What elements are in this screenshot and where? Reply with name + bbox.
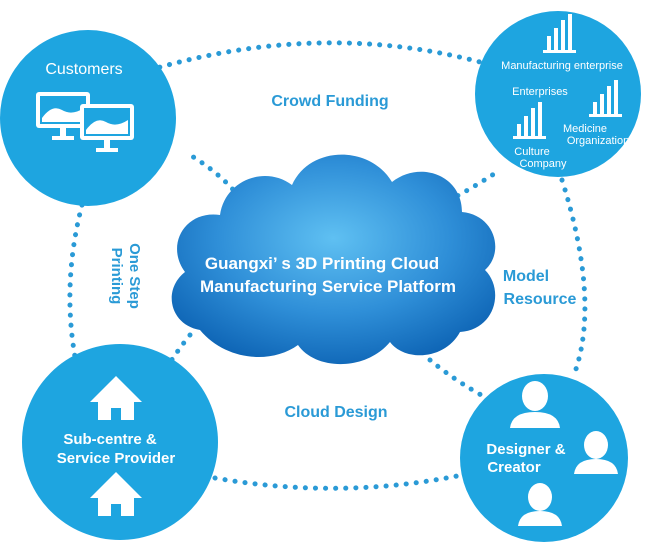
label-culture-line2: Company bbox=[519, 158, 567, 170]
house-icon bbox=[90, 376, 142, 420]
subcentre-circle bbox=[22, 344, 218, 540]
label-model-line1: Model bbox=[503, 268, 549, 285]
label-one-step-printing: One Step Printing bbox=[108, 243, 143, 309]
label-enterprises: Enterprises bbox=[512, 86, 568, 98]
label-cloud-design: Cloud Design bbox=[284, 404, 387, 421]
person-icon bbox=[510, 381, 560, 428]
label-crowd-funding: Crowd Funding bbox=[271, 93, 388, 110]
connector-left bbox=[67, 202, 85, 375]
bar-chart-icon bbox=[543, 14, 576, 53]
cloud-shape bbox=[171, 154, 496, 365]
monitor-icon bbox=[80, 104, 134, 152]
house-icon bbox=[90, 472, 142, 516]
subcentre-line2: Service Provider bbox=[57, 450, 176, 467]
monitor-icon bbox=[36, 92, 90, 140]
connector-cloud-customers bbox=[182, 149, 248, 208]
label-manufacturing-enterprise: Manufacturing enterprise bbox=[501, 60, 623, 72]
node-designer: Designer & Creator bbox=[460, 374, 628, 542]
platform-title-line2: Manufacturing Service Platform bbox=[200, 277, 456, 296]
label-model-line2: Resource bbox=[504, 291, 577, 308]
label-one-step-line2: Printing bbox=[108, 248, 125, 305]
bar-chart-icon bbox=[589, 80, 622, 117]
connector-cloud-enterprises bbox=[437, 167, 503, 208]
enterprises-circle bbox=[475, 11, 641, 177]
node-enterprises: Manufacturing enterprise Enterprises Med… bbox=[475, 11, 641, 177]
subcentre-line1: Sub-centre & bbox=[63, 431, 157, 448]
bar-chart-icon bbox=[513, 102, 546, 139]
label-medicine-line2: Organization bbox=[567, 135, 629, 147]
label-one-step-line1: One Step bbox=[126, 243, 143, 309]
platform-title-line1: Guangxi’ s 3D Printing Cloud bbox=[205, 254, 439, 273]
platform-cloud: Guangxi’ s 3D Printing Cloud Manufacturi… bbox=[171, 154, 496, 365]
customers-title: Customers bbox=[45, 61, 122, 78]
person-icon bbox=[574, 431, 618, 474]
designer-line2: Creator bbox=[487, 459, 541, 476]
connector-right bbox=[559, 177, 588, 375]
designer-circle bbox=[460, 374, 628, 542]
node-subcentre: Sub-centre & Service Provider bbox=[22, 344, 218, 540]
connector-top bbox=[147, 40, 483, 73]
connector-bottom bbox=[212, 472, 465, 491]
person-icon bbox=[518, 483, 562, 526]
connector-cloud-designer bbox=[427, 357, 503, 408]
node-customers: Customers bbox=[0, 30, 176, 206]
label-medicine-line1: Medicine bbox=[563, 123, 607, 135]
designer-line1: Designer & bbox=[486, 441, 565, 458]
label-culture-line1: Culture bbox=[514, 146, 549, 158]
